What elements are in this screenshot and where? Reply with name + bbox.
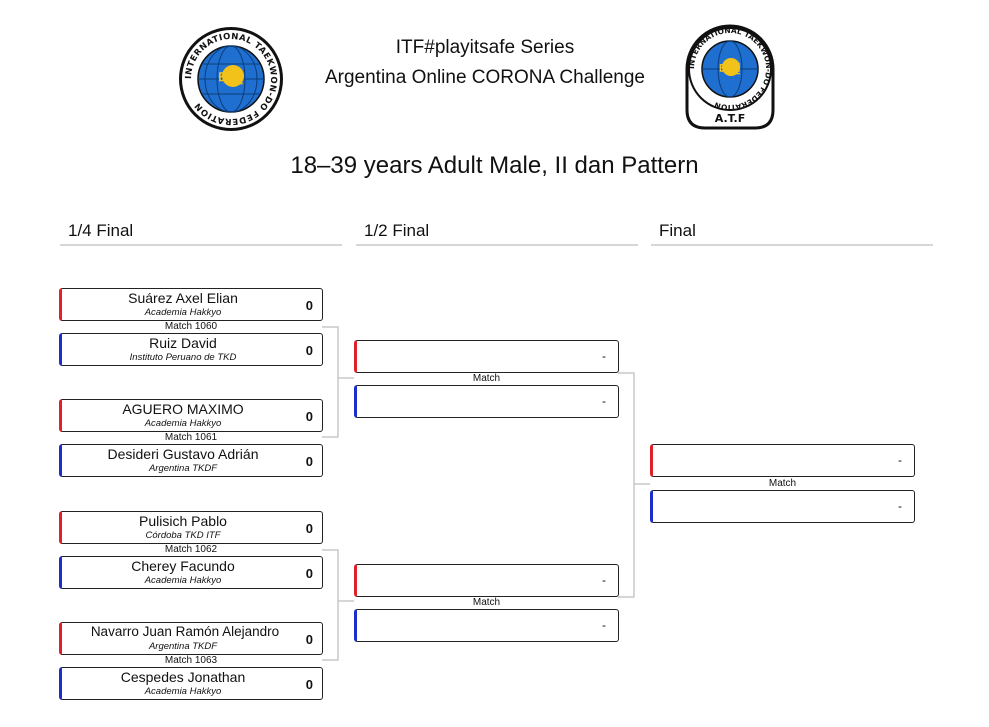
competitor-name: Ruiz David [149,335,217,351]
competitor-name: Suárez Axel Elian [128,290,238,306]
competitor-name: Desideri Gustavo Adrián [107,446,259,462]
competitor-name: AGUERO MAXIMO [122,401,244,417]
slot-score: - [898,499,902,513]
competitor-score: 0 [305,409,313,424]
round-header-final: Final [651,221,933,246]
competitor-card-blue[interactable]: Cherey Facundo Academia Hakkyo 0 [59,556,323,589]
competitor-card-blue[interactable]: Ruiz David Instituto Peruano de TKD 0 [59,333,323,366]
competitor-score: 0 [305,521,313,536]
competitor-score: 0 [305,677,313,692]
semifinal-slot-red[interactable]: - [354,340,619,373]
header-title-line1: ITF#playitsafe Series [395,37,575,58]
competitor-name: Pulisich Pablo [139,513,227,529]
competitor-name: Navarro Juan Ramón Alejandro [90,624,280,639]
competitor-club: Argentina TKDF [148,641,218,652]
competitor-card-red[interactable]: AGUERO MAXIMO Academia Hakkyo 0 [59,399,323,432]
competitor-score: 0 [305,632,313,647]
competitor-score: 0 [305,454,313,469]
competitor-score: 0 [305,566,313,581]
event-title: 18–39 years Adult Male, II dan Pattern [290,152,699,179]
final-slot-red[interactable]: - [650,444,915,477]
match-label: Match 1062 [164,544,218,555]
competitor-club: Instituto Peruano de TKD [129,352,237,363]
svg-text:태권: 태권 [719,61,741,76]
round-header-quarterfinal: 1/4 Final [60,221,342,246]
competitor-club: Argentina TKDF [148,463,218,474]
slot-score: - [602,349,606,363]
competitor-score: 0 [305,298,313,313]
competitor-name: Cespedes Jonathan [120,669,246,685]
slot-score: - [602,573,606,587]
match-label: Match [768,478,797,489]
slot-score: - [602,394,606,408]
slot-score: - [602,618,606,632]
semifinal-slot-blue[interactable]: - [354,385,619,418]
round-header-semifinal: 1/2 Final [356,221,638,246]
match-label: Match 1060 [164,321,218,332]
competitor-card-blue[interactable]: Cespedes Jonathan Academia Hakkyo 0 [59,667,323,700]
competitor-name: Cherey Facundo [131,558,235,574]
atf-logo-right: 태권 INTERNATIONAL TAEKWON-DO FEDERATION A… [683,22,777,132]
competitor-card-red[interactable]: Suárez Axel Elian Academia Hakkyo 0 [59,288,323,321]
competitor-card-red[interactable]: Pulisich Pablo Córdoba TKD ITF 0 [59,511,323,544]
competitor-card-blue[interactable]: Desideri Gustavo Adrián Argentina TKDF 0 [59,444,323,477]
competitor-club: Córdoba TKD ITF [145,530,221,541]
competitor-club: Academia Hakkyo [144,418,222,429]
competitor-club: Academia Hakkyo [144,686,222,697]
match-label: Match 1063 [164,655,218,666]
header-title-line2: Argentina Online CORONA Challenge [324,67,645,88]
svg-text:태권: 태권 [218,71,244,87]
match-label: Match 1061 [164,432,218,443]
semifinal-slot-red[interactable]: - [354,564,619,597]
match-label: Match [472,373,501,384]
competitor-club: Academia Hakkyo [144,307,222,318]
final-slot-blue[interactable]: - [650,490,915,523]
slot-score: - [898,453,902,467]
competitor-score: 0 [305,343,313,358]
match-label: Match [472,597,501,608]
competitor-card-red[interactable]: Navarro Juan Ramón Alejandro Argentina T… [59,622,323,655]
semifinal-slot-blue[interactable]: - [354,609,619,642]
itf-logo-left: 태권 INTERNATIONAL TAEKWON-DO FEDERATION [178,26,284,132]
svg-text:A.T.F: A.T.F [715,112,745,125]
competitor-club: Academia Hakkyo [144,575,222,586]
